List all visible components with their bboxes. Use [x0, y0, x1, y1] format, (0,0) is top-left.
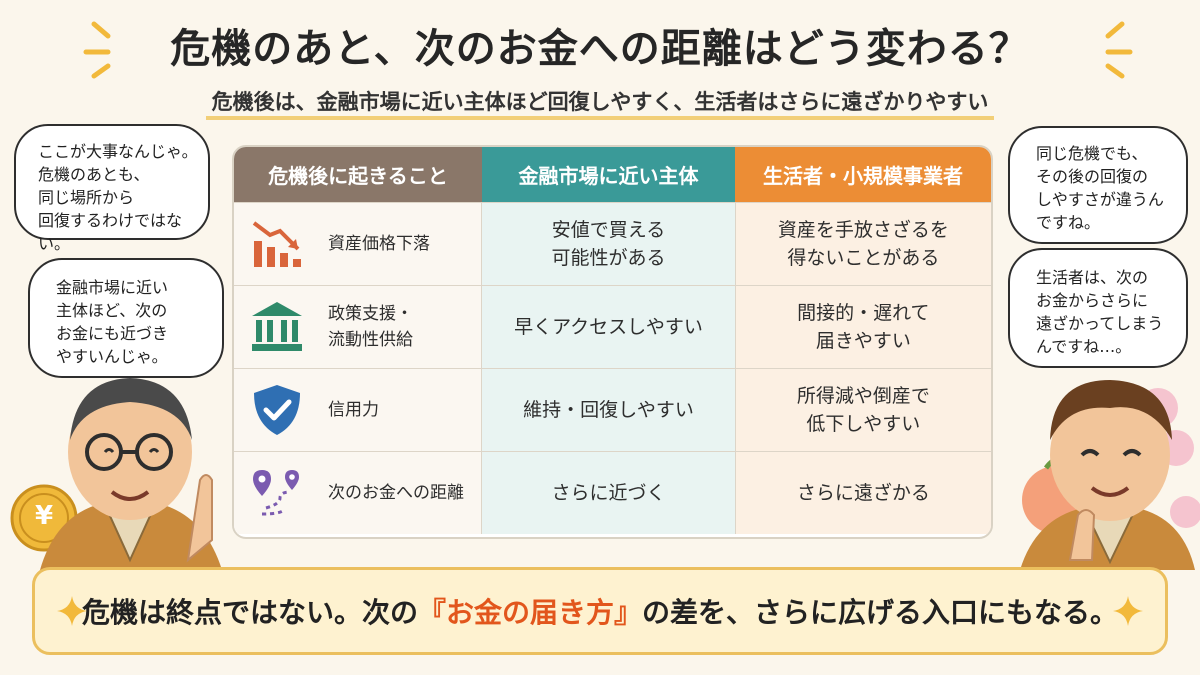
- young-speech-bubble-top: 同じ危機でも、 その後の回復の しやすさが違うん ですね。: [1008, 126, 1188, 244]
- yen-symbol: ¥: [34, 501, 54, 531]
- elder-speech-bubble-bottom: 金融市場に近い 主体ほど、次の お金にも近づき やすいんじゃ。: [28, 258, 224, 378]
- falling-chart-icon: [252, 221, 301, 267]
- bank-building-icon: [252, 302, 302, 351]
- near-market-cell: 安値で買える 可能性がある: [482, 203, 736, 285]
- near-market-cell: さらに近づく: [482, 452, 736, 534]
- row-label: 次のお金への距離: [328, 483, 464, 503]
- table-row: 政策支援・ 流動性供給 早くアクセスしやすい 間接的・遅れて 届きやすい: [234, 285, 991, 368]
- sparkle-left-icon: [57, 596, 87, 626]
- row-label-cell: 資産価格下落: [234, 203, 483, 285]
- table-row: 資産価格下落 安値で買える 可能性がある 資産を手放さざるを 得ないことがある: [234, 202, 991, 285]
- subtitle: 危機後は、金融市場に近い主体ほど回復しやすく、生活者はさらに遠ざかりやすい: [0, 86, 1200, 120]
- table-row: 次のお金への距離 さらに近づく さらに遠ざかる: [234, 451, 991, 534]
- sparkle-right-icon: [1113, 596, 1143, 626]
- shield-check-icon: [254, 385, 300, 435]
- household-cell: 所得減や倒産で 低下しやすい: [735, 369, 991, 451]
- table-header: 危機後に起きること 金融市場に近い主体 生活者・小規模事業者: [234, 147, 991, 202]
- banner-text-after: の差を、さらに広げる入口にもなる。: [642, 596, 1119, 629]
- row-label: 信用力: [328, 400, 379, 420]
- table-row: 信用力 維持・回復しやすい 所得減や倒産で 低下しやすい: [234, 368, 991, 451]
- young-speech-bubble-bottom: 生活者は、次の お金からさらに 遠ざかってしまう んですね…。: [1008, 248, 1188, 368]
- row-label-cell: 政策支援・ 流動性供給: [234, 286, 483, 368]
- row-label-cell: 信用力: [234, 369, 483, 451]
- header-households: 生活者・小規模事業者: [735, 147, 991, 202]
- near-market-cell: 維持・回復しやすい: [482, 369, 736, 451]
- young-character: [1020, 380, 1195, 570]
- row-label: 政策支援・ 流動性供給: [328, 304, 413, 350]
- elder-speech-bubble-top: ここが大事なんじゃ。 危機のあとも、 同じ場所から 回復するわけではない。: [14, 124, 210, 253]
- elder-character: [40, 378, 222, 570]
- household-cell: 資産を手放さざるを 得ないことがある: [735, 203, 991, 285]
- comparison-table: 危機後に起きること 金融市場に近い主体 生活者・小規模事業者 資産価格下落 安値…: [232, 145, 993, 539]
- banner-highlight: 『お金の届き方』: [417, 596, 642, 629]
- near-market-cell: 早くアクセスしやすい: [482, 286, 736, 368]
- banner-text-before: 危機は終点ではない。次の: [81, 596, 418, 629]
- route-pins-icon: [253, 470, 299, 516]
- row-label: 資産価格下落: [328, 234, 430, 254]
- page-title: 危機のあと、次のお金への距離はどう変わる？: [170, 26, 1030, 72]
- sparkle-lines-right-icon: [1105, 21, 1133, 79]
- conclusion-banner: 危機は終点ではない。次の『お金の届き方』の差を、さらに広げる入口にもなる。: [32, 567, 1168, 655]
- household-cell: さらに遠ざかる: [735, 452, 991, 534]
- row-label-cell: 次のお金への距離: [234, 452, 483, 534]
- sparkle-lines-left-icon: [83, 21, 111, 79]
- header-near-market: 金融市場に近い主体: [482, 147, 735, 202]
- header-event: 危機後に起きること: [234, 147, 482, 202]
- household-cell: 間接的・遅れて 届きやすい: [735, 286, 991, 368]
